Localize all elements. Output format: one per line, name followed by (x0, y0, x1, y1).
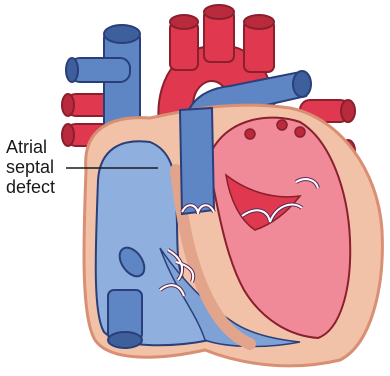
inferior-vena-cava (108, 290, 142, 348)
label-line-2: septal (6, 158, 54, 177)
label-line-1: Atrial (6, 138, 47, 157)
label-line-3: defect (6, 178, 55, 197)
pulmonary-trunk (180, 108, 214, 214)
